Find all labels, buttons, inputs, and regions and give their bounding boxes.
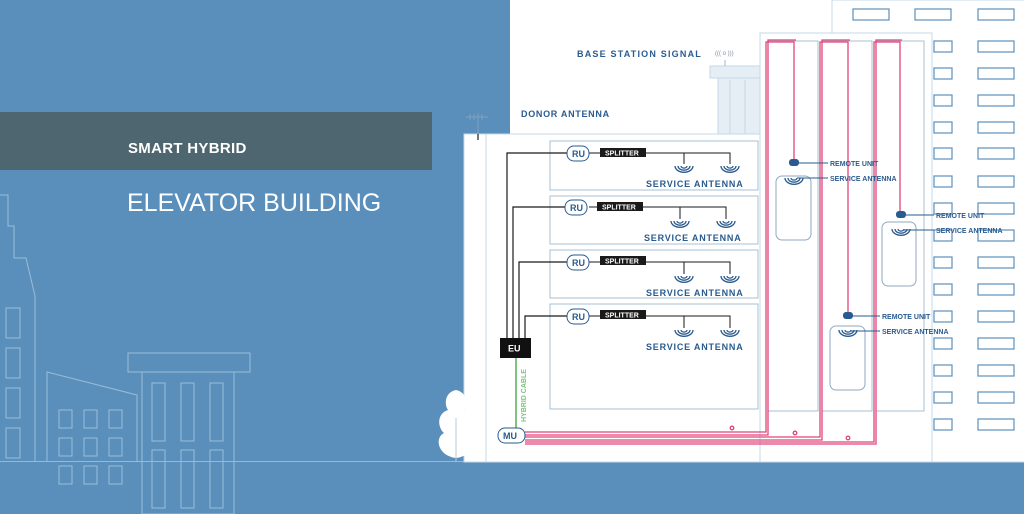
title-banner: [0, 112, 432, 170]
tower-window: [977, 337, 1015, 350]
tower-window: [977, 418, 1015, 431]
elevator-car-1: [775, 175, 812, 241]
tower-window: [933, 418, 953, 431]
tower-window: [977, 229, 1015, 242]
ru-label: RU: [572, 312, 585, 322]
service-antenna-icon: [838, 329, 858, 337]
tower-window: [977, 175, 1015, 188]
tower-window: [977, 391, 1015, 404]
elevator-building: [759, 32, 933, 463]
ru-units: [564, 145, 590, 325]
tower-window: [977, 94, 1015, 107]
tower-window: [977, 310, 1015, 323]
tower-window: [977, 256, 1015, 269]
tower-window: [933, 337, 953, 350]
page-title: SMART HYBRID: [128, 140, 247, 157]
remote-unit-dots: [789, 159, 906, 319]
eu-label: EU: [508, 344, 521, 354]
service-antenna-label: SERVICE ANTENNA: [830, 176, 897, 183]
service-antenna-label: SERVICE ANTENNA: [646, 342, 744, 352]
splitter-wires: [589, 152, 731, 328]
splitter-label: SPLITTER: [605, 151, 639, 158]
donor-antenna-label: DONOR ANTENNA: [521, 109, 610, 119]
service-antenna-label: SERVICE ANTENNA: [882, 329, 949, 336]
tower-window: [977, 202, 1015, 215]
service-antenna-label: SERVICE ANTENNA: [936, 228, 1003, 235]
service-antenna-icon: [720, 165, 740, 173]
tower-window: [933, 147, 953, 160]
skyline-outline: [0, 194, 251, 514]
donor-antenna-icon: [466, 113, 488, 134]
tower-window: [977, 40, 1015, 53]
tower-window: [977, 147, 1015, 160]
service-antenna-label: SERVICE ANTENNA: [646, 288, 744, 298]
service-antenna-icon: [720, 275, 740, 283]
remote-unit-label: REMOTE UNIT: [830, 161, 879, 168]
fiber-lines: [525, 39, 902, 445]
splitter-label: SPLITTER: [602, 205, 636, 212]
service-antenna-icon: [674, 329, 694, 337]
floor-box: [549, 140, 759, 191]
ground-strip: [0, 462, 1024, 514]
service-antenna-icon: [784, 177, 804, 185]
mu-label: MU: [503, 431, 517, 441]
splitters: [597, 148, 646, 319]
tower-window: [933, 310, 953, 323]
tower-window: [933, 121, 953, 134]
eu-box: [500, 338, 531, 358]
splitter-label: SPLITTER: [605, 313, 639, 320]
elevator-car-2: [829, 325, 866, 391]
tower-window: [933, 202, 953, 215]
tower-window: [933, 40, 953, 53]
remote-unit-label: REMOTE UNIT: [936, 213, 985, 220]
remote-unit-connectors: [797, 162, 934, 332]
ru-label: RU: [570, 203, 583, 213]
elevator-car-3: [881, 221, 917, 287]
mu-box: [497, 427, 526, 444]
signal-icon: ((( o ))): [715, 51, 734, 57]
remote-unit-label: REMOTE UNIT: [882, 314, 931, 321]
tower-window: [933, 229, 953, 242]
tree: [438, 390, 474, 462]
ru-label: RU: [572, 258, 585, 268]
tower-window: [977, 67, 1015, 80]
eu-ru-cables: [477, 134, 568, 340]
floor-box: [549, 249, 759, 299]
hybrid-cable-label: HYBRID CABLE: [521, 369, 528, 422]
tower-window: [977, 364, 1015, 377]
tower-window: [977, 121, 1015, 134]
service-antenna-icon: [674, 165, 694, 173]
rooftop-unit: [709, 65, 767, 79]
service-antenna-label: SERVICE ANTENNA: [644, 233, 742, 243]
tower-window: [933, 256, 953, 269]
service-antenna-icon: [891, 228, 911, 236]
tower-window: [977, 283, 1015, 296]
tower-window: [933, 67, 953, 80]
splitter-label: SPLITTER: [605, 259, 639, 266]
floor-box: [549, 195, 759, 245]
service-antenna-label: SERVICE ANTENNA: [646, 179, 744, 189]
tower-window: [933, 94, 953, 107]
tower-window: [933, 391, 953, 404]
service-antenna-icon: [670, 220, 690, 228]
tower-window: [933, 283, 953, 296]
base-station-signal-label: BASE STATION SIGNAL: [577, 49, 702, 59]
rooftop-body: [717, 77, 763, 135]
service-antenna-icon: [720, 329, 740, 337]
tower-window: [933, 364, 953, 377]
page-subtitle: ELEVATOR BUILDING: [127, 189, 382, 217]
service-antenna-icon: [674, 275, 694, 283]
floor-box: [549, 303, 759, 410]
service-antenna-icon: [716, 220, 736, 228]
ru-label: RU: [572, 149, 585, 159]
left-bg-panel: [0, 0, 510, 514]
tower-window: [933, 175, 953, 188]
